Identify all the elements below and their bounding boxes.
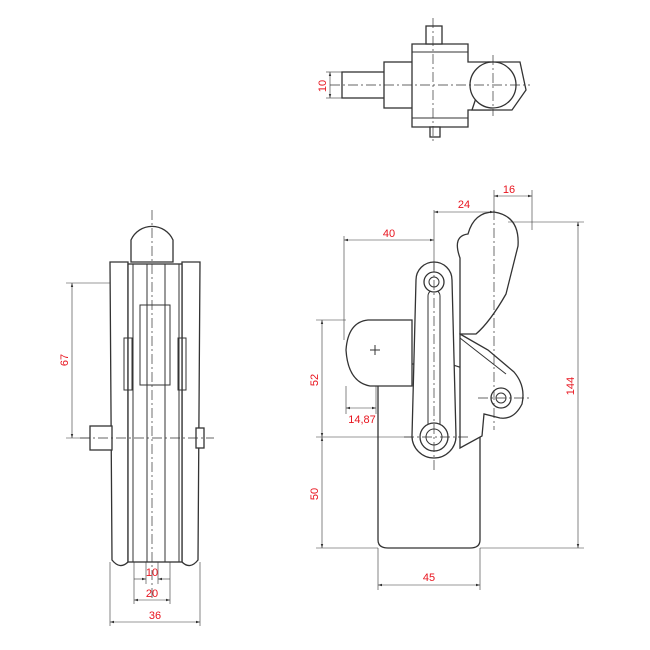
dim-side-width-36: 36 — [149, 610, 161, 622]
top-view-nut-bottom — [429, 126, 441, 138]
front-view: 40 24 16 52 14,87 50 144 45 — [309, 184, 584, 590]
side-view-handle-top — [130, 225, 174, 263]
dim-front-top-40: 40 — [383, 228, 395, 240]
dim-front-top-16: 16 — [503, 184, 515, 196]
dim-side-height-67: 67 — [59, 354, 71, 366]
top-view: 10 — [317, 18, 530, 142]
dim-front-height-144: 144 — [565, 377, 577, 395]
front-view-flange — [345, 319, 413, 387]
side-view-left-plate — [109, 261, 129, 567]
dim-side-width-20: 20 — [146, 588, 158, 600]
dim-front-base-45: 45 — [423, 572, 435, 584]
dim-front-height-50: 50 — [309, 488, 321, 500]
top-view-nut-top — [425, 25, 443, 45]
front-view-handle — [456, 211, 519, 335]
dim-top-view-width: 10 — [317, 80, 329, 92]
dim-side-width-10: 10 — [146, 567, 158, 579]
side-view-right-plate — [181, 261, 201, 567]
dim-front-height-52: 52 — [309, 374, 321, 386]
side-view-center — [127, 263, 183, 563]
dim-front-offset-14-87: 14,87 — [348, 414, 376, 426]
dim-front-top-24: 24 — [458, 199, 470, 211]
front-view-lever — [459, 332, 524, 450]
side-view: 67 10 20 36 — [59, 210, 214, 626]
